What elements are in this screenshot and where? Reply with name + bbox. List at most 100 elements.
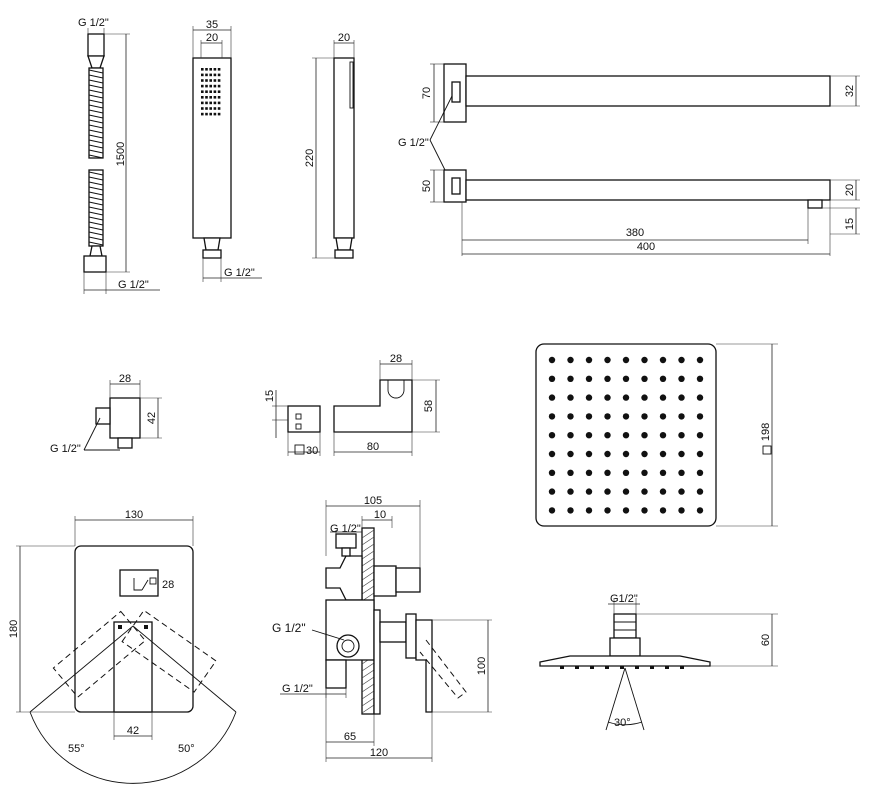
hose-coil xyxy=(88,139,104,144)
shower-head-nozzle xyxy=(678,450,685,458)
mixer-side-thread-bottom-label: G 1/2" xyxy=(282,683,313,695)
hand-shower-spray-dot xyxy=(217,79,221,82)
wall-hatch-line xyxy=(361,690,375,700)
hand-shower-spray-dot xyxy=(213,112,217,116)
hose-coil xyxy=(88,191,104,196)
hand-shower-spray-dot xyxy=(205,68,208,71)
hand-shower-spray-dot xyxy=(205,90,208,93)
hose-coil xyxy=(88,69,104,74)
hand-shower-spray-dot xyxy=(209,101,212,105)
hand-shower-thread-nut xyxy=(202,249,222,259)
shower-head-nozzle xyxy=(641,413,648,420)
hand-shower-spray-dot xyxy=(213,101,217,105)
mixer-side-handle-drop-label: 100 xyxy=(476,657,488,675)
wall-connector-drawing: 28 42 G 1/2" xyxy=(50,373,162,455)
hand-shower-side-spray-face xyxy=(349,61,354,109)
holder-top-width-label: 28 xyxy=(390,353,402,365)
shower-head-side-nozzle xyxy=(650,666,654,669)
mixer-handle-window xyxy=(119,569,159,597)
shower-arm-length-inner-label: 380 xyxy=(626,227,644,239)
shower-head-nozzle xyxy=(659,507,667,514)
shower-head-nozzle xyxy=(585,375,593,382)
shower-head-nozzle xyxy=(678,413,685,420)
shower-arm-thread-label: G 1/2" xyxy=(398,137,429,149)
hand-shower-body xyxy=(192,57,232,239)
shower-head-nozzle xyxy=(548,413,556,420)
hand-shower-front-drawing: 35 20 G 1/2" xyxy=(192,19,262,282)
hand-shower-spray-dot xyxy=(217,101,221,105)
mixer-lever xyxy=(113,621,153,713)
shower-head-nozzle xyxy=(678,488,685,495)
wall-hatch-line xyxy=(361,543,375,553)
shower-head-side-plate xyxy=(539,655,711,667)
shower-head-nozzle xyxy=(604,450,611,458)
shower-head-nozzle xyxy=(548,375,556,382)
hose-coil xyxy=(88,129,104,134)
hand-shower-spray-dot xyxy=(217,96,221,99)
shower-head-nozzle xyxy=(567,507,574,514)
shower-arm-drop-label: 15 xyxy=(844,218,856,230)
shower-head-nozzle xyxy=(548,394,556,401)
hand-shower-side-depth-label: 20 xyxy=(338,32,350,44)
shower-head-nozzle xyxy=(659,432,667,439)
shower-head-nozzle xyxy=(567,413,574,420)
shower-head-nozzle xyxy=(585,394,593,401)
mixer-angle-left-label: 55° xyxy=(68,743,85,755)
holder-drawing: 15 30 28 58 80 xyxy=(264,353,440,457)
mixer-side-total-depth-label: 120 xyxy=(370,747,388,759)
hand-shower-spray-dot xyxy=(201,84,204,88)
shower-head-nozzle xyxy=(604,488,611,495)
shower-head-nozzle xyxy=(641,432,648,439)
mixer-handle-height-label: 28 xyxy=(162,579,174,591)
mixer-side-thread-mid-label: G 1/2" xyxy=(272,621,306,635)
shower-arm-top-pipe xyxy=(465,75,831,107)
shower-head-side-nozzle xyxy=(635,666,639,669)
hose-coil xyxy=(88,89,104,94)
shower-head-nozzle xyxy=(604,413,611,420)
shower-head-nozzles xyxy=(548,356,704,514)
hand-shower-width-label: 35 xyxy=(206,19,218,31)
hand-shower-spray-dot xyxy=(213,73,217,77)
shower-head-nozzle xyxy=(678,375,685,382)
mixer-side-lever xyxy=(415,619,433,713)
hand-shower-inner-width-label: 20 xyxy=(206,32,218,44)
shower-head-nozzle xyxy=(585,488,593,495)
mixer-side-cover xyxy=(373,609,381,715)
shower-head-nozzle xyxy=(604,356,611,364)
hand-shower-spray-dot xyxy=(209,107,212,110)
shower-head-nozzle xyxy=(641,394,648,401)
mixer-handle-width-label: 42 xyxy=(127,725,139,737)
shower-head-nozzle xyxy=(696,507,704,514)
mixer-side-top-inlet xyxy=(325,555,363,601)
shower-head-nozzle xyxy=(678,356,685,364)
hand-shower-spray-dot xyxy=(205,107,208,110)
shower-head-nozzle xyxy=(622,432,630,439)
shower-head-nozzle xyxy=(604,432,611,439)
shower-head-nozzle xyxy=(659,413,667,420)
shower-head-nozzle xyxy=(622,450,630,458)
hose-coil xyxy=(88,109,104,114)
shower-head-nozzle xyxy=(622,469,630,476)
hand-shower-spray-dot xyxy=(217,68,221,71)
mixer-side-drawing: 105 10 G 1/2" G 1/2" G 1/2" 100 65 120 xyxy=(272,495,492,762)
hose-coil xyxy=(88,104,104,109)
hand-shower-side-length-label: 220 xyxy=(304,149,316,167)
shower-head-nozzle xyxy=(548,488,556,495)
shower-arm-height-bottom-label: 20 xyxy=(844,184,856,196)
hose-coil xyxy=(88,94,104,99)
hand-shower-spray-dot xyxy=(213,68,217,71)
shower-head-nozzle xyxy=(696,413,704,420)
wall-connector-height-label: 42 xyxy=(146,412,158,424)
hand-shower-spray-dot xyxy=(213,79,217,82)
hose-coil xyxy=(88,119,104,124)
hand-shower-side-drawing: 20 220 xyxy=(304,32,355,259)
holder-front-height-label: 15 xyxy=(264,390,276,402)
hand-shower-spray-dot xyxy=(201,73,204,77)
wall-hatch-line xyxy=(361,585,375,595)
hand-shower-spray-dot xyxy=(213,96,217,99)
hand-shower-neck xyxy=(203,237,221,251)
shower-head-side-nozzle xyxy=(575,666,579,669)
hose-coil xyxy=(88,211,104,216)
hand-shower-spray-dot xyxy=(201,79,204,82)
